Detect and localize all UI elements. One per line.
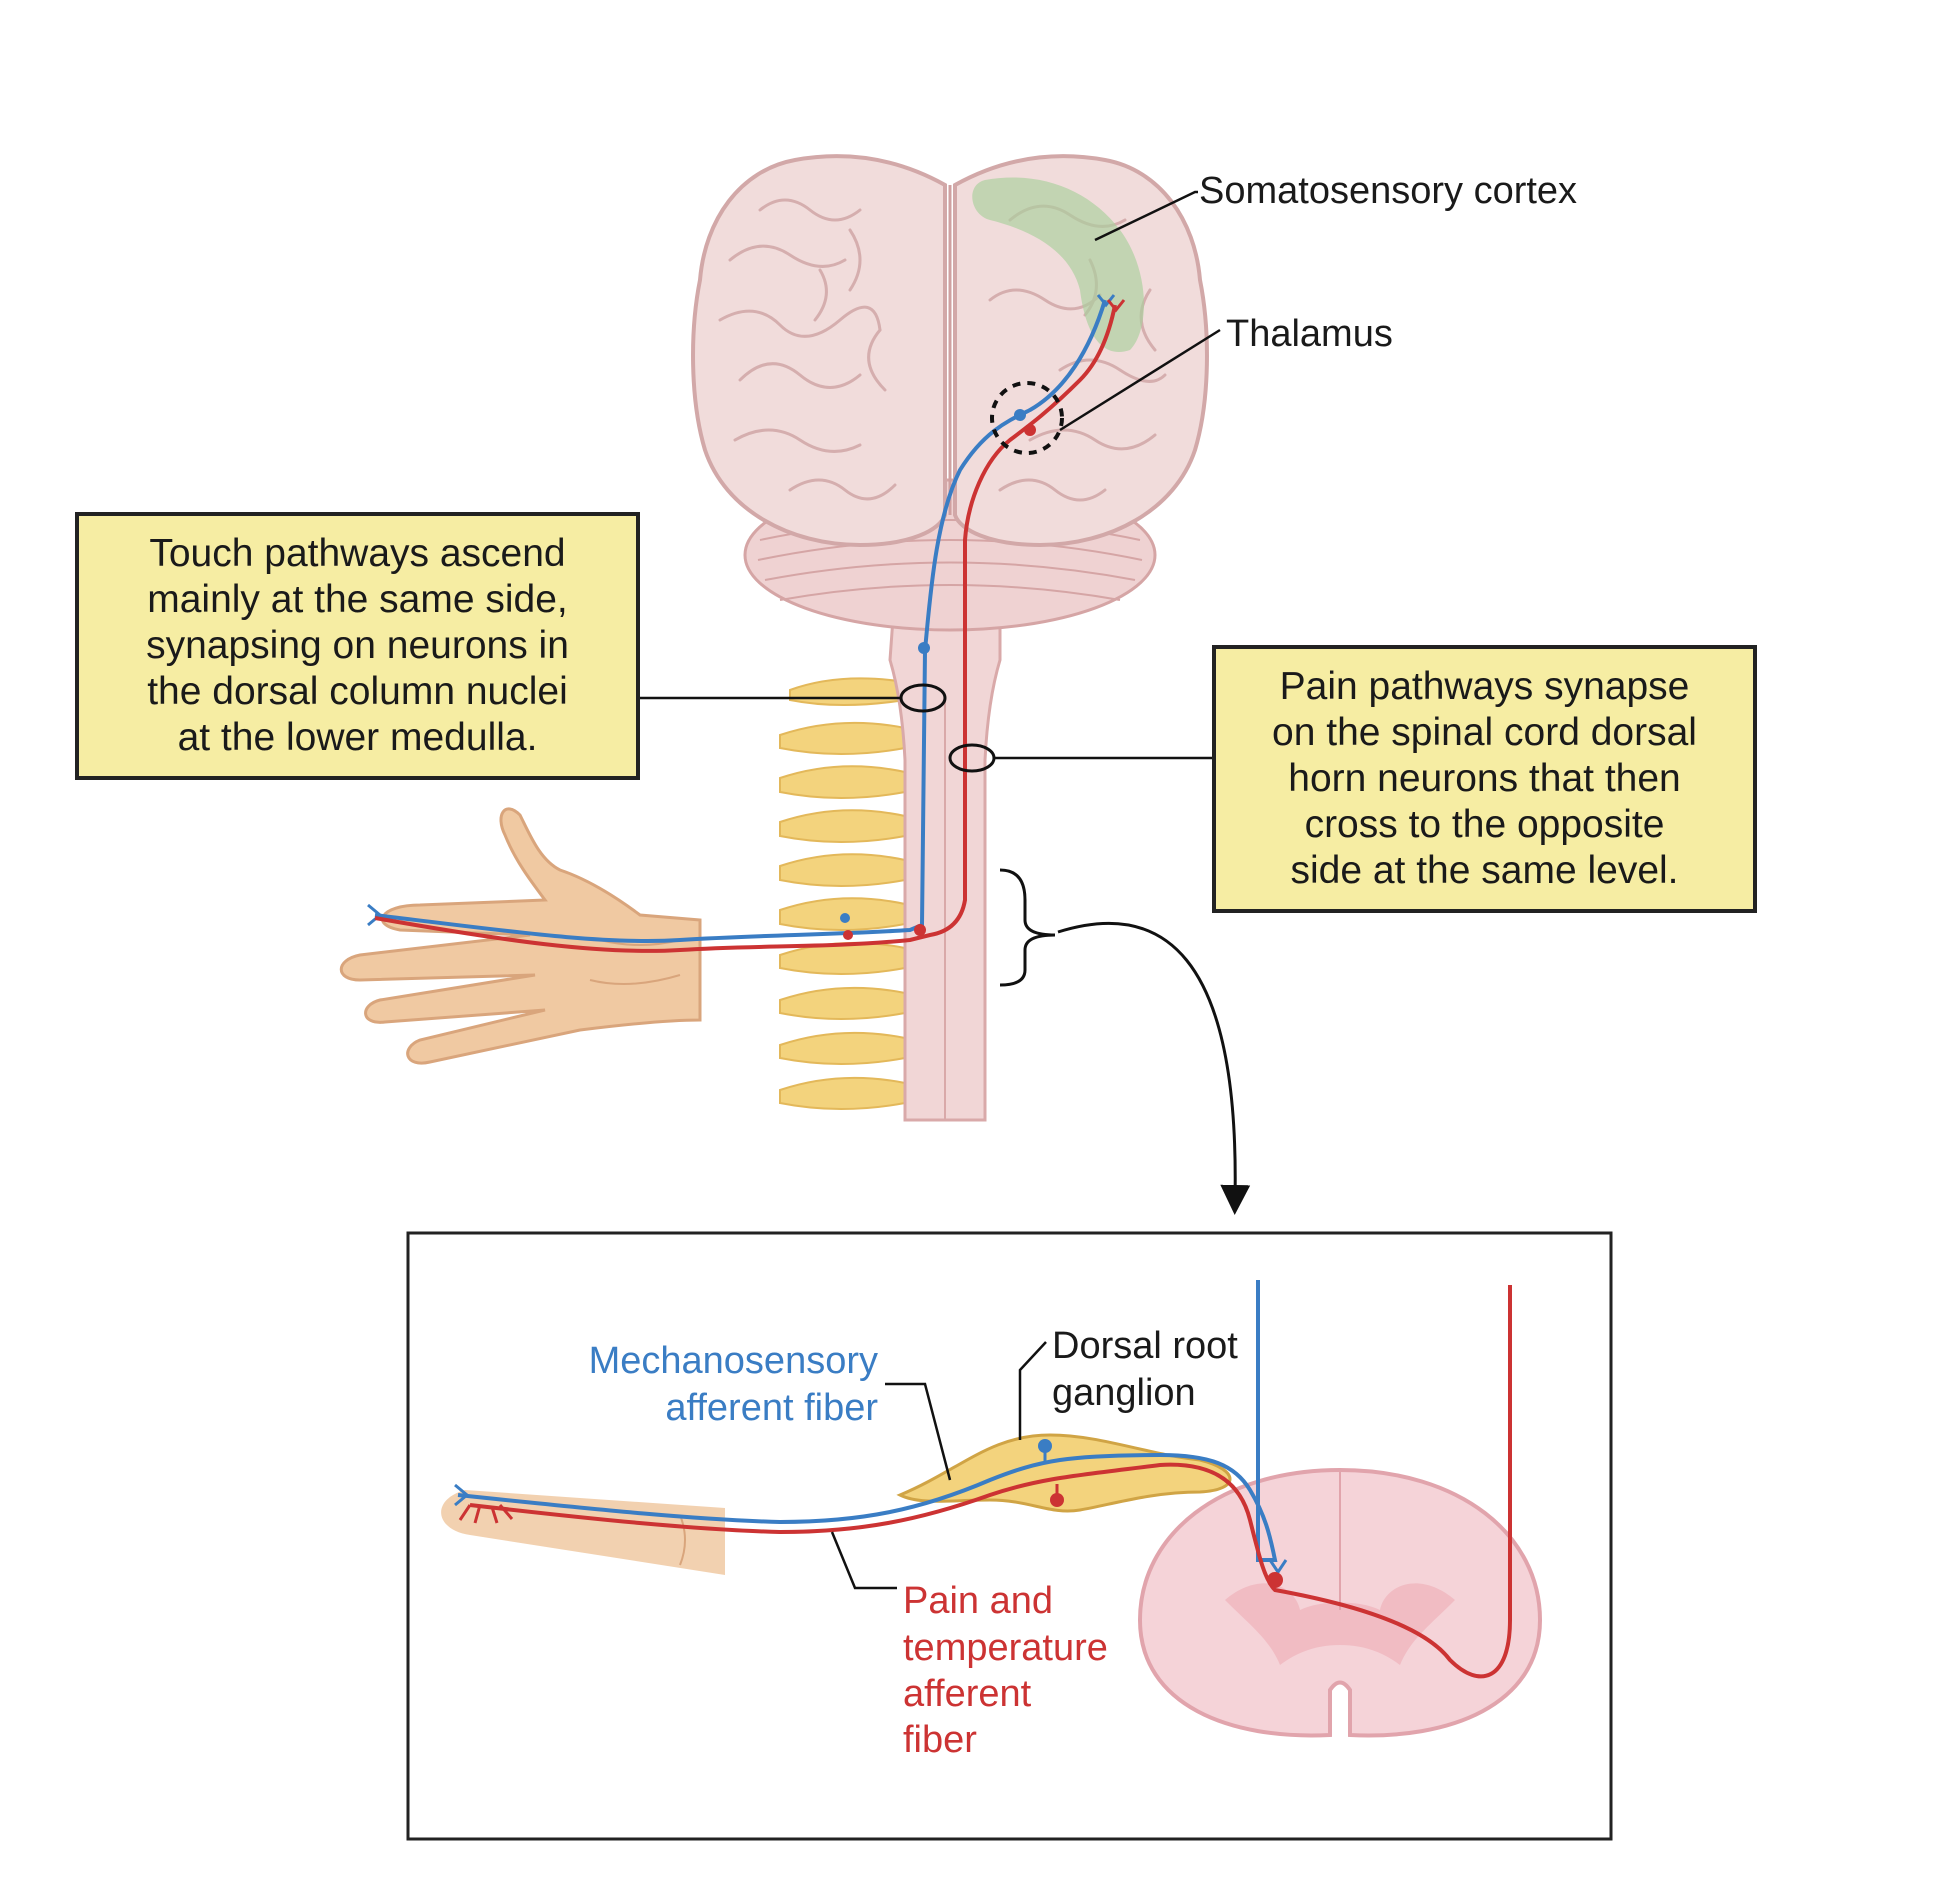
pain-callout-line-2: on the spinal cord dorsal <box>1272 711 1697 754</box>
leader-lines <box>636 190 1221 760</box>
label-dorsal-root-ganglion-1: Dorsal root <box>1052 1325 1238 1367</box>
label-thalamus: Thalamus <box>1226 313 1393 355</box>
thalamus-marker <box>990 381 1064 455</box>
touch-callout-line-3: synapsing on neurons in <box>146 624 569 667</box>
touch-callout-line-5: at the lower medulla. <box>177 716 538 759</box>
touch-pathway-upper <box>367 294 1116 943</box>
touch-callout-line-2: mainly at the same side, <box>147 578 568 621</box>
brain-illustration <box>691 154 1209 548</box>
label-dorsal-root-ganglion-2: ganglion <box>1052 1372 1196 1414</box>
pain-temperature-fiber <box>458 1285 1512 1679</box>
touch-callout-line-4: the dorsal column nuclei <box>147 670 568 713</box>
pain-callout-line-5: side at the same level. <box>1290 849 1679 892</box>
spinal-cord-illustration <box>888 518 1002 1122</box>
inset-leader-lines <box>830 1341 1047 1590</box>
finger-crease <box>679 1514 686 1566</box>
label-mechanosensory-1: Mechanosensory <box>589 1340 878 1382</box>
pain-callout-line-4: cross to the opposite <box>1304 803 1665 846</box>
pain-callout-line-1: Pain pathways synapse <box>1279 665 1690 708</box>
hand-illustration <box>339 807 702 1065</box>
label-pain-3: afferent <box>903 1673 1032 1715</box>
pain-pathway-callout: Pain pathways synapse on the spinal cord… <box>1212 645 1757 913</box>
spinal-nerve-roots <box>779 677 906 1110</box>
label-pain-1: Pain and <box>903 1580 1053 1622</box>
label-pain-2: temperature <box>903 1627 1108 1669</box>
label-somatosensory-cortex: Somatosensory cortex <box>1199 170 1577 212</box>
pain-callout-line-3: horn neurons that then <box>1288 757 1681 800</box>
touch-pathway-callout: Touch pathways ascend mainly at the same… <box>75 512 640 780</box>
segment-bracket <box>999 868 1056 987</box>
touch-callout-line-1: Touch pathways ascend <box>149 532 566 575</box>
zoom-arrow <box>1057 921 1251 1215</box>
label-mechanosensory-2: afferent fiber <box>665 1387 878 1429</box>
label-pain-4: fiber <box>903 1719 977 1761</box>
mechanosensory-fiber <box>454 1280 1288 1575</box>
pain-pathway-upper <box>374 299 1126 953</box>
